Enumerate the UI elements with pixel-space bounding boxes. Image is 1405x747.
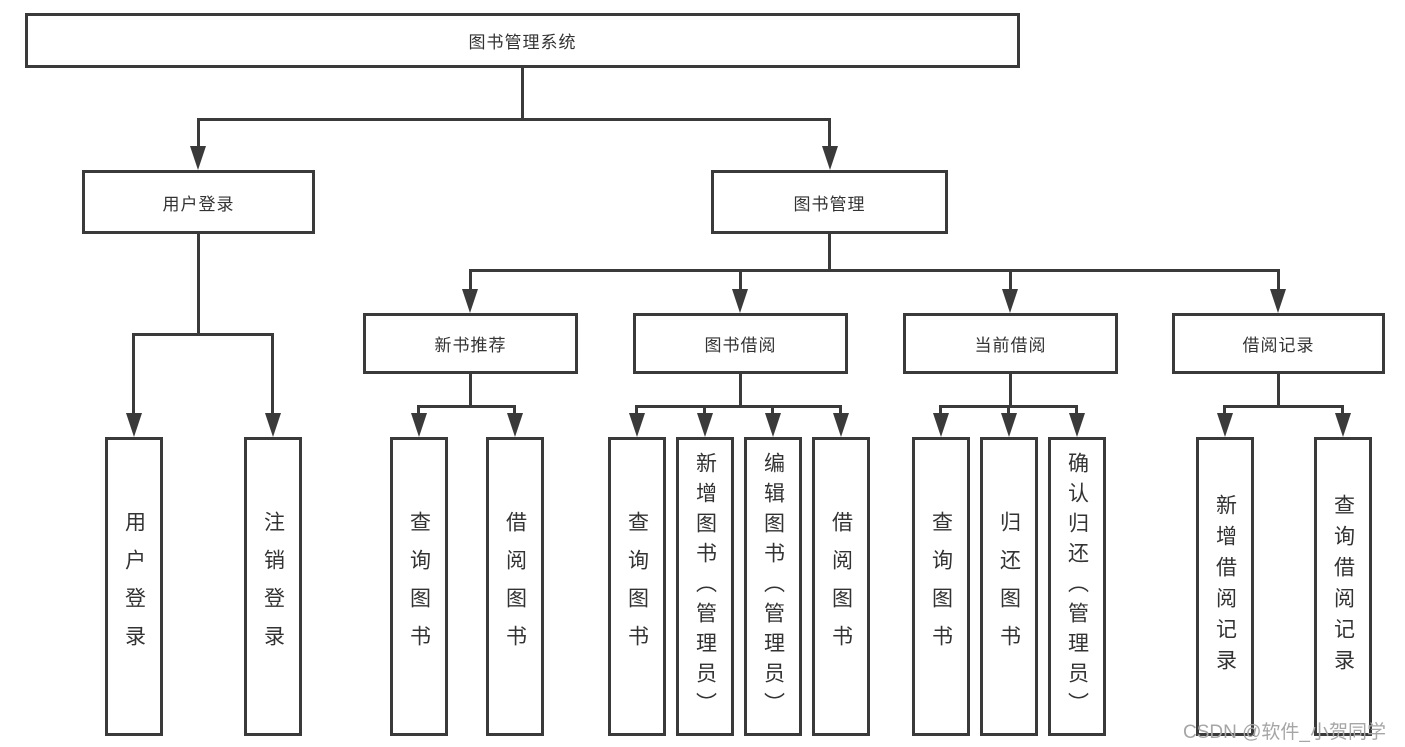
connector-line bbox=[828, 234, 831, 272]
leaf-label: 查询图书 bbox=[625, 510, 649, 663]
connector-line bbox=[635, 405, 638, 417]
leaf-user-login: 用户登录 bbox=[105, 437, 163, 736]
connector-line bbox=[1223, 405, 1344, 408]
leaf-query-books-recommend: 查询图书 bbox=[390, 437, 448, 736]
leaf-query-books-current: 查询图书 bbox=[912, 437, 970, 736]
node-label: 用户登录 bbox=[162, 194, 235, 214]
leaf-label: 借阅图书 bbox=[829, 510, 853, 663]
arrowhead-down-icon bbox=[732, 289, 748, 313]
node-current-borrowing: 当前借阅 bbox=[903, 313, 1118, 374]
connector-line bbox=[417, 405, 420, 417]
connector-line bbox=[1009, 374, 1012, 408]
leaf-label: 确认归还（管理员） bbox=[1065, 451, 1089, 722]
leaf-add-borrow-record: 新增借阅记录 bbox=[1196, 437, 1254, 736]
connector-line bbox=[1341, 405, 1344, 417]
connector-line bbox=[132, 333, 135, 415]
leaf-label: 新增图书（管理员） bbox=[693, 451, 717, 722]
connector-line bbox=[1277, 269, 1280, 293]
connector-line bbox=[513, 405, 516, 417]
node-book-management: 图书管理 bbox=[711, 170, 948, 234]
connector-line bbox=[739, 374, 742, 408]
connector-line bbox=[197, 118, 200, 148]
connector-line bbox=[839, 405, 842, 417]
connector-line bbox=[197, 234, 200, 336]
connector-line bbox=[939, 405, 942, 417]
arrowhead-down-icon bbox=[411, 413, 427, 437]
leaf-query-books-borrowing: 查询图书 bbox=[608, 437, 666, 736]
leaf-add-books-admin: 新增图书（管理员） bbox=[676, 437, 734, 736]
arrowhead-down-icon bbox=[1217, 413, 1233, 437]
leaf-label: 用户登录 bbox=[122, 510, 146, 663]
leaf-borrow-books-recommend: 借阅图书 bbox=[486, 437, 544, 736]
connector-line bbox=[469, 269, 472, 293]
arrowhead-down-icon bbox=[126, 413, 142, 437]
leaf-confirm-return-admin: 确认归还（管理员） bbox=[1048, 437, 1106, 736]
connector-line bbox=[771, 405, 774, 417]
arrowhead-down-icon bbox=[933, 413, 949, 437]
node-label: 图书借阅 bbox=[704, 336, 777, 355]
arrowhead-down-icon bbox=[462, 289, 478, 313]
arrowhead-down-icon bbox=[629, 413, 645, 437]
connector-line bbox=[417, 405, 516, 408]
csdn-watermark: CSDN @软件_小贺同学 bbox=[1183, 722, 1386, 743]
node-label: 当前借阅 bbox=[974, 336, 1047, 355]
arrowhead-down-icon bbox=[1001, 413, 1017, 437]
node-label: 新书推荐 bbox=[434, 336, 507, 355]
connector-line bbox=[469, 269, 1280, 272]
node-new-book-recommendation: 新书推荐 bbox=[363, 313, 578, 374]
leaf-label: 查询借阅记录 bbox=[1331, 493, 1355, 680]
connector-line bbox=[271, 333, 274, 415]
leaf-label: 借阅图书 bbox=[503, 510, 527, 663]
node-label: 图书管理 bbox=[793, 194, 866, 214]
node-label: 图书管理系统 bbox=[468, 33, 577, 52]
leaf-label: 注销登录 bbox=[261, 510, 285, 663]
node-borrowing-records: 借阅记录 bbox=[1172, 313, 1385, 374]
node-user-login: 用户登录 bbox=[82, 170, 315, 234]
connector-line bbox=[1075, 405, 1078, 417]
arrowhead-down-icon bbox=[1335, 413, 1351, 437]
arrowhead-down-icon bbox=[265, 413, 281, 437]
connector-line bbox=[1009, 269, 1012, 293]
connector-line bbox=[703, 405, 706, 417]
connector-line bbox=[635, 405, 842, 408]
arrowhead-down-icon bbox=[190, 146, 206, 170]
leaf-label: 新增借阅记录 bbox=[1213, 493, 1237, 680]
arrowhead-down-icon bbox=[697, 413, 713, 437]
arrowhead-down-icon bbox=[1270, 289, 1286, 313]
leaf-logout: 注销登录 bbox=[244, 437, 302, 736]
connector-line bbox=[469, 374, 472, 408]
connector-line bbox=[828, 118, 831, 148]
leaf-return-books: 归还图书 bbox=[980, 437, 1038, 736]
arrowhead-down-icon bbox=[833, 413, 849, 437]
connector-line bbox=[1223, 405, 1226, 417]
connector-line bbox=[739, 269, 742, 293]
connector-line bbox=[1007, 405, 1010, 417]
arrowhead-down-icon bbox=[822, 146, 838, 170]
connector-line bbox=[521, 68, 524, 120]
connector-line bbox=[197, 118, 831, 121]
node-book-borrowing: 图书借阅 bbox=[633, 313, 848, 374]
node-label: 借阅记录 bbox=[1242, 336, 1315, 355]
arrowhead-down-icon bbox=[765, 413, 781, 437]
arrowhead-down-icon bbox=[507, 413, 523, 437]
connector-line bbox=[132, 333, 274, 336]
arrowhead-down-icon bbox=[1069, 413, 1085, 437]
arrowhead-down-icon bbox=[1002, 289, 1018, 313]
node-root-library-system: 图书管理系统 bbox=[25, 13, 1020, 68]
leaf-edit-books-admin: 编辑图书（管理员） bbox=[744, 437, 802, 736]
leaf-label: 查询图书 bbox=[407, 510, 431, 663]
connector-line bbox=[1277, 374, 1280, 408]
leaf-label: 归还图书 bbox=[997, 510, 1021, 663]
leaf-query-borrow-record: 查询借阅记录 bbox=[1314, 437, 1372, 736]
leaf-borrow-books: 借阅图书 bbox=[812, 437, 870, 736]
leaf-label: 编辑图书（管理员） bbox=[761, 451, 785, 722]
leaf-label: 查询图书 bbox=[929, 510, 953, 663]
